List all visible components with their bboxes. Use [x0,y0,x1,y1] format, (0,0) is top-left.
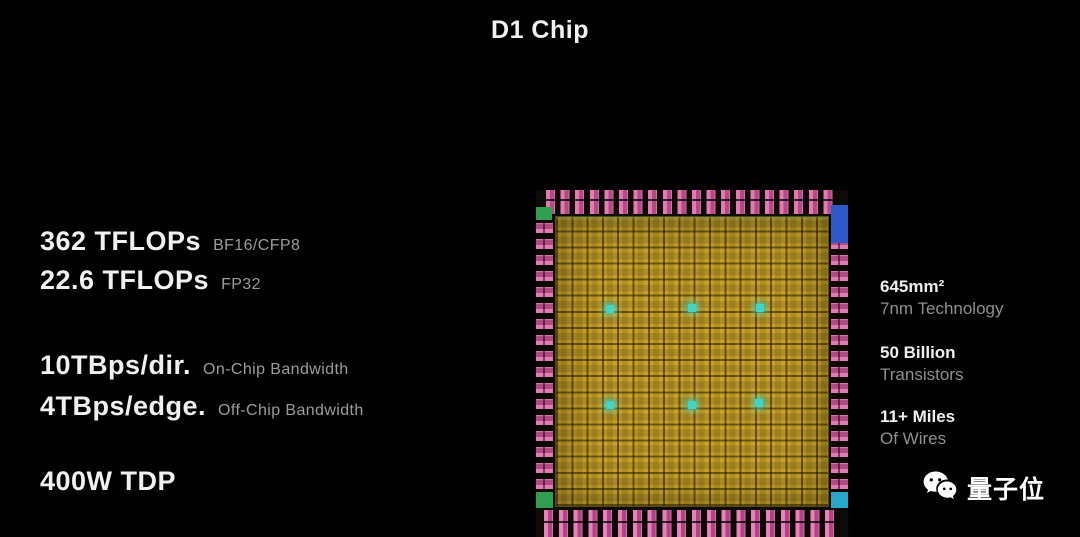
die-hotspot [688,304,696,313]
stat-tflops-fp32: 22.6 TFLOPs FP32 [40,267,261,294]
die-corner-green-tl [536,207,552,220]
die-hotspot [756,304,764,313]
stat-value: 4TBps/edge. [40,391,207,421]
stat-label: Of Wires [880,429,947,448]
die-hotspot [688,400,696,409]
page-title: D1 Chip [491,16,589,44]
stat-value: 11+ Miles [880,407,956,426]
stat-label: Transistors [880,365,964,384]
stat-tflops-bf16: 362 TFLOPs BF16/CFP8 [40,228,300,255]
io-pads-left [536,218,553,505]
stat-value: 400W TDP [40,466,177,496]
die-corner-green-bl [536,492,553,508]
stat-label: On-Chip Bandwidth [203,361,349,378]
io-pads-right [831,218,848,505]
stat-value: 50 Billion [880,343,956,362]
die-hotspot [606,305,615,314]
die-hotspot [754,399,763,408]
stat-onchip-bandwidth: 10TBps/dir. On-Chip Bandwidth [40,352,349,379]
wechat-icon [922,470,958,506]
watermark-text: 量子位 [967,476,1046,504]
stat-label: BF16/CFP8 [213,237,301,254]
stat-value: 362 TFLOPs [40,226,202,256]
d1-die-image [536,190,848,537]
stat-label: FP32 [221,276,261,293]
stat-value: 645mm² [880,277,945,296]
stat-die-size: 645mm² 7nm Technology [880,276,1004,320]
io-pads-top [546,190,838,214]
die-core-grid [555,216,829,507]
die-corner-teal-br [831,492,848,508]
stat-transistors: 50 Billion Transistors [880,342,963,386]
stat-offchip-bandwidth: 4TBps/edge. Off-Chip Bandwidth [40,393,364,420]
die-hotspot [606,400,615,409]
stat-value: 22.6 TFLOPs [40,265,210,295]
stat-wires: 11+ Miles Of Wires [880,406,955,450]
die-corner-blue-tr [831,205,848,243]
stat-tdp: 400W TDP [40,468,188,495]
watermark: 量子位 [922,470,1045,506]
io-pads-bottom [544,510,840,537]
stat-label: 7nm Technology [880,299,1004,318]
stat-label: Off-Chip Bandwidth [218,402,364,419]
stat-value: 10TBps/dir. [40,350,192,380]
